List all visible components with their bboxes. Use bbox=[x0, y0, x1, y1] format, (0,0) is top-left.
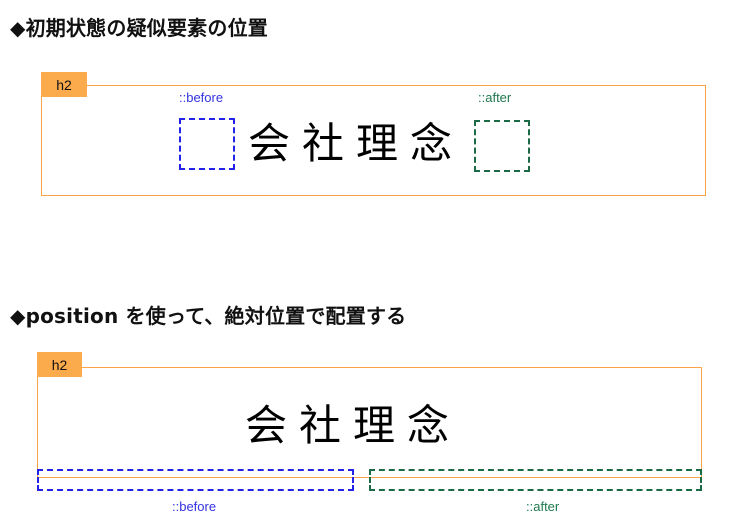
heading-text-initial: 会社理念 bbox=[248, 119, 465, 168]
section-2-title: ◆position を使って、絶対位置で配置する bbox=[10, 304, 407, 328]
before-pseudo-box-positioned bbox=[37, 469, 354, 491]
after-label-initial: ::after bbox=[478, 90, 512, 105]
before-label-initial: ::before bbox=[179, 90, 224, 105]
h2-tag-positioned: h2 bbox=[37, 352, 82, 377]
h2-box-initial bbox=[41, 85, 706, 196]
heading-text-positioned: 会社理念 bbox=[245, 401, 462, 450]
h2-tag-initial: h2 bbox=[41, 72, 87, 97]
after-pseudo-box-positioned bbox=[369, 469, 702, 491]
before-pseudo-box-initial bbox=[179, 118, 235, 170]
before-label-positioned: ::before bbox=[172, 499, 217, 514]
section-1-title: ◆初期状態の疑似要素の位置 bbox=[10, 16, 268, 40]
after-pseudo-box-initial bbox=[474, 120, 530, 172]
after-label-positioned: ::after bbox=[526, 499, 560, 514]
